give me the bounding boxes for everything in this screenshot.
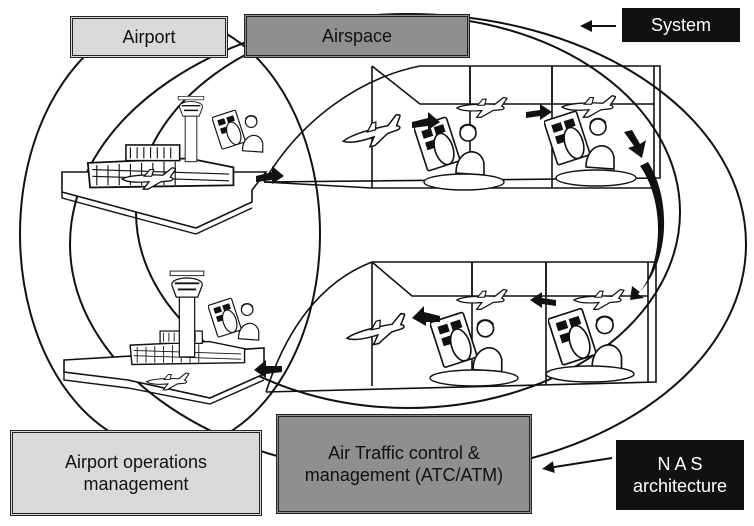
- nas-arrow-icon: [542, 457, 613, 474]
- control-tower-icon: [177, 95, 205, 163]
- controller-icon: [212, 109, 264, 153]
- nas-architecture-label: N A S architecture: [616, 440, 744, 510]
- lower-airspace-sectors: [265, 261, 657, 393]
- airplane-icon: [573, 288, 625, 311]
- controller-icon: [208, 297, 260, 341]
- airplane-icon: [456, 288, 508, 311]
- system-oval: [69, 13, 747, 475]
- controller-icon: [544, 110, 615, 170]
- controller-icon: [430, 311, 503, 373]
- system-label: System: [622, 8, 740, 42]
- controller-platforms: [423, 169, 637, 387]
- atc-atm-label: Air Traffic control & management (ATC/AT…: [276, 414, 532, 514]
- airport-label: Airport: [70, 16, 228, 58]
- airport-operations-label: Airport operations management: [10, 430, 262, 516]
- airplane-icon: [456, 96, 508, 119]
- flow-arrows: [254, 104, 665, 378]
- airplane-icon: [339, 113, 407, 154]
- airplane-icon: [343, 312, 411, 351]
- airspace-label: Airspace: [244, 14, 470, 58]
